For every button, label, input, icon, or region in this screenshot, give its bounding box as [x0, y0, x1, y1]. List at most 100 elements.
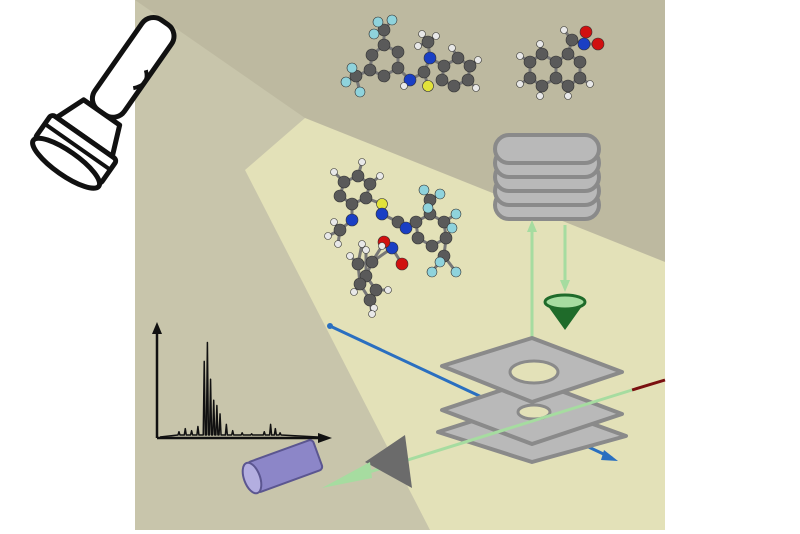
atom: [423, 51, 437, 65]
electrode-hole: [508, 359, 560, 385]
flashlight-ridge: [45, 123, 110, 171]
atom: [354, 86, 366, 98]
mass-spectrum-plot: [152, 322, 332, 443]
atom: [377, 23, 391, 37]
atom: [362, 246, 370, 254]
atom: [351, 257, 365, 271]
laser-source-icon: [241, 435, 412, 495]
atom: [346, 252, 354, 260]
atom: [363, 177, 377, 191]
atom: [400, 82, 408, 90]
atom: [377, 38, 391, 52]
atom: [340, 76, 352, 88]
atom: [368, 28, 380, 40]
atom: [391, 45, 405, 59]
atom: [422, 80, 434, 92]
atom: [461, 73, 475, 87]
atom: [421, 35, 435, 49]
atom: [363, 293, 377, 307]
atom: [414, 42, 422, 50]
electrode-hole: [516, 403, 552, 421]
atom: [375, 207, 389, 221]
laser-green-flare: [322, 462, 372, 488]
atom: [369, 283, 383, 297]
atom: [378, 242, 386, 250]
atom: [536, 92, 544, 100]
atom: [573, 71, 587, 85]
atom: [560, 26, 568, 34]
spectrum-peaks: [159, 341, 319, 438]
atom: [577, 37, 591, 51]
atom: [472, 84, 480, 92]
atom: [535, 79, 549, 93]
atom: [437, 59, 451, 73]
molecule-top-right: [516, 25, 605, 100]
atom: [450, 266, 462, 278]
detector-mouth: [543, 293, 587, 311]
atom: [411, 231, 425, 245]
atom: [333, 189, 347, 203]
atom: [391, 61, 405, 75]
atom: [353, 277, 367, 291]
spectrum-x-arrow: [318, 433, 332, 443]
atom: [435, 73, 449, 87]
atom: [345, 213, 359, 227]
molecule-top-left: [340, 14, 482, 98]
atom: [377, 69, 391, 83]
laser-cylinder-end: [241, 461, 263, 495]
atom: [549, 71, 563, 85]
atom: [351, 169, 365, 183]
detector-cone-icon: [543, 293, 587, 330]
atom: [422, 202, 434, 214]
atom: [358, 158, 366, 166]
atom: [376, 172, 384, 180]
atom: [437, 215, 451, 229]
atom: [395, 257, 409, 271]
atom: [579, 25, 593, 39]
atom: [386, 14, 398, 26]
atom: [450, 208, 462, 220]
atom: [523, 55, 537, 69]
atom: [448, 44, 456, 52]
atom: [426, 266, 438, 278]
atom: [363, 63, 377, 77]
atom: [516, 80, 524, 88]
atom: [372, 16, 384, 28]
atom: [324, 232, 332, 240]
flashlight-icon: [30, 14, 177, 191]
atom: [399, 221, 413, 235]
atom: [365, 48, 379, 62]
atom: [591, 37, 605, 51]
atom: [523, 71, 537, 85]
molecule-complex-center: [324, 158, 462, 318]
atom: [565, 33, 579, 47]
atom: [409, 215, 423, 229]
atom: [365, 255, 379, 269]
atom: [432, 32, 440, 40]
atom: [439, 231, 453, 245]
atom: [549, 55, 563, 69]
reflectron-plate: [493, 133, 601, 165]
atom: [359, 191, 373, 205]
flashlight-switch: [132, 69, 149, 91]
atom: [536, 40, 544, 48]
atom: [384, 286, 392, 294]
atom: [345, 197, 359, 211]
atom: [451, 51, 465, 65]
atom: [330, 168, 338, 176]
atom: [403, 73, 417, 87]
atom: [425, 239, 439, 253]
atom: [561, 47, 575, 61]
atom: [474, 56, 482, 64]
laser-cylinder: [241, 439, 324, 495]
atom: [586, 80, 594, 88]
atom: [330, 218, 338, 226]
atom: [573, 55, 587, 69]
laser-emitter-cone: [365, 435, 412, 488]
atom: [447, 79, 461, 93]
atom: [418, 30, 426, 38]
atom: [516, 52, 524, 60]
atom: [463, 59, 477, 73]
atom: [417, 65, 431, 79]
